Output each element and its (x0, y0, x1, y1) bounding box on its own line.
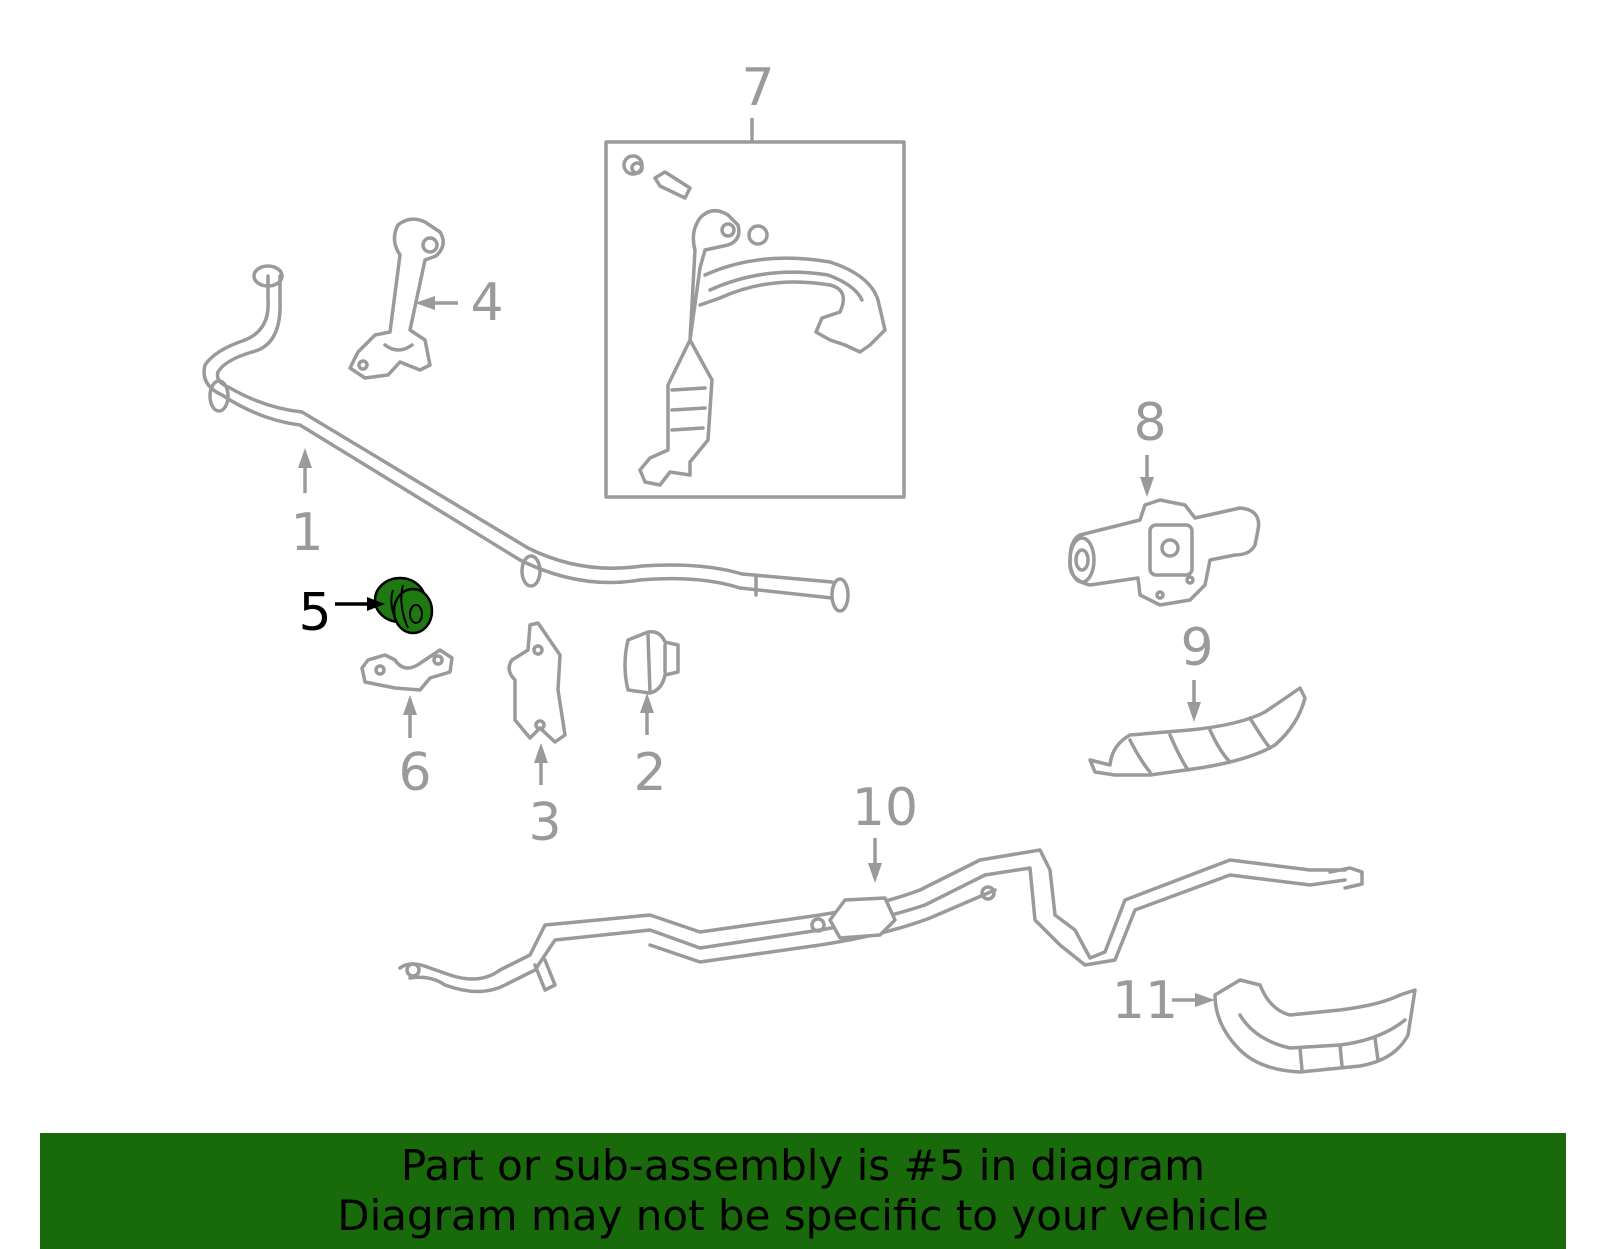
arrow-1 (298, 448, 312, 493)
part-3-bracket[interactable] (507, 621, 567, 744)
info-banner-background (40, 1133, 1566, 1249)
arrow-3 (534, 743, 548, 785)
arrow-10 (868, 838, 882, 883)
callout-3: 3 (528, 793, 561, 853)
part-8-actuator[interactable] (1068, 498, 1261, 607)
part-1-stabilizer-bar[interactable] (202, 264, 850, 613)
part-6-bushing-bracket[interactable] (360, 648, 454, 692)
callout-11: 11 (1112, 971, 1178, 1031)
banner-line-2: Diagram may not be specific to your vehi… (337, 1191, 1269, 1240)
callout-8: 8 (1133, 393, 1166, 453)
callout-5: 5 (298, 583, 331, 643)
part-10-pipe-assembly[interactable] (398, 848, 1364, 994)
callout-4: 4 (470, 273, 503, 333)
arrow-9 (1187, 680, 1201, 722)
callout-1: 1 (290, 503, 323, 563)
part-11-shield[interactable] (1213, 978, 1417, 1074)
arrow-4 (415, 296, 458, 310)
part-2-bushing[interactable] (623, 629, 680, 695)
arrow-6 (403, 695, 417, 738)
callout-2: 2 (633, 743, 666, 803)
banner-line-1: Part or sub-assembly is #5 in diagram (400, 1141, 1206, 1190)
part-9-heat-shield[interactable] (1088, 686, 1307, 777)
info-banner: Part or sub-assembly is #5 in diagram Di… (40, 1133, 1566, 1249)
arrow-2 (640, 693, 654, 735)
part-4-stabilizer-link[interactable] (348, 217, 445, 380)
arrow-8 (1140, 455, 1154, 497)
part-7-link-assembly[interactable] (604, 140, 906, 499)
arrow-5 (335, 597, 385, 611)
callout-7: 7 (741, 58, 774, 118)
callout-10: 10 (852, 778, 918, 838)
callout-9: 9 (1180, 618, 1213, 678)
part-5-bushing-highlighted[interactable] (373, 576, 434, 635)
arrow-11 (1172, 993, 1215, 1007)
callout-6: 6 (398, 743, 431, 803)
